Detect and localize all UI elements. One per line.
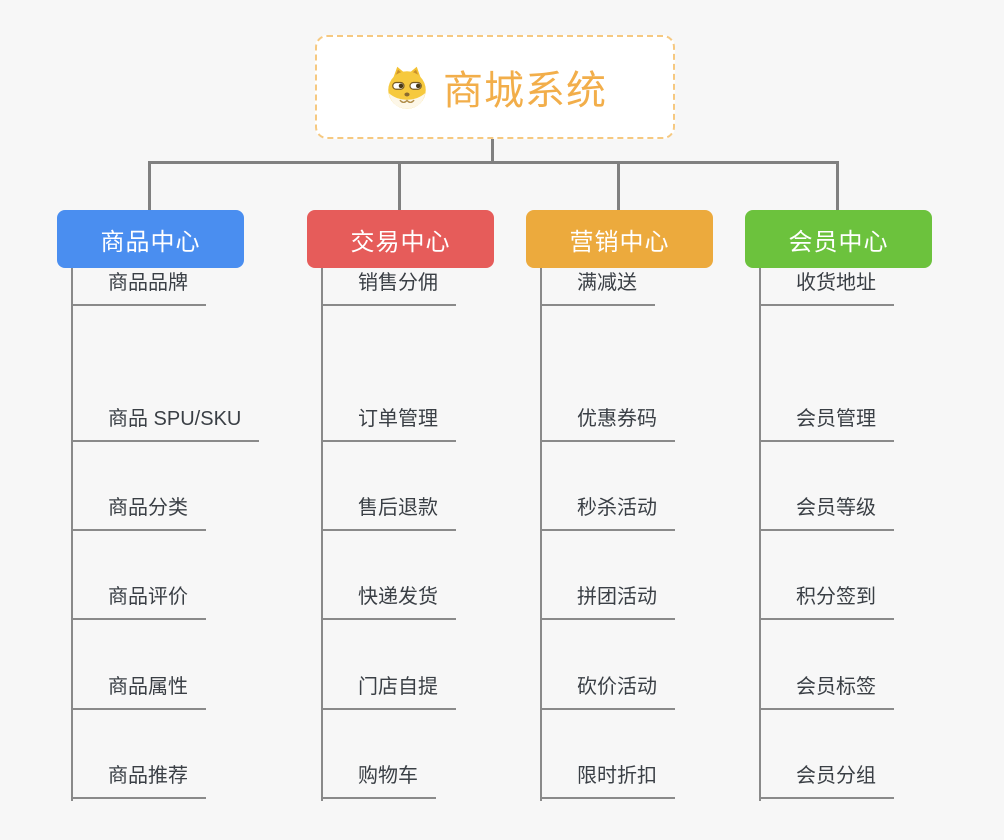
topic-node[interactable]: 购物车 [321, 761, 436, 799]
topic-node[interactable]: 优惠券码 [540, 404, 675, 442]
topic-node[interactable]: 砍价活动 [540, 672, 675, 710]
topic-node[interactable]: 商品属性 [71, 672, 206, 710]
topic-node[interactable]: 会员管理 [759, 404, 894, 442]
branch-label: 营销中心 [569, 228, 670, 256]
child-spine-line [321, 268, 323, 801]
branch-label: 会员中心 [788, 228, 889, 256]
branch-horizontal-line [148, 161, 839, 164]
topic-node[interactable]: 满减送 [540, 268, 655, 306]
topic-node[interactable]: 积分签到 [759, 582, 894, 620]
topic-node[interactable]: 会员等级 [759, 493, 894, 531]
topic-node[interactable]: 销售分佣 [321, 268, 456, 306]
topic-node[interactable]: 商品分类 [71, 493, 206, 531]
topic-node[interactable]: 会员分组 [759, 761, 894, 799]
topic-node[interactable]: 限时折扣 [540, 761, 675, 799]
branch-node-marketing-center[interactable]: 营销中心 [526, 210, 713, 268]
root-node[interactable]: 商城系统 [315, 35, 675, 139]
topic-node[interactable]: 商品品牌 [71, 268, 206, 306]
topic-node[interactable]: 商品 SPU/SKU [71, 404, 260, 442]
branch-drop-line [836, 161, 839, 210]
topic-node[interactable]: 商品评价 [71, 582, 206, 620]
topic-node[interactable]: 订单管理 [321, 404, 456, 442]
topic-node[interactable]: 商品推荐 [71, 761, 206, 799]
topic-node[interactable]: 拼团活动 [540, 582, 675, 620]
branch-drop-line [398, 161, 401, 210]
shiba-dog-icon [388, 66, 426, 109]
topic-node[interactable]: 门店自提 [321, 672, 456, 710]
branch-drop-line [148, 161, 151, 210]
branch-node-trade-center[interactable]: 交易中心 [307, 210, 494, 268]
branch-label: 交易中心 [350, 228, 451, 256]
branch-drop-line [617, 161, 620, 210]
child-spine-line [71, 268, 73, 801]
child-spine-line [540, 268, 542, 801]
branch-node-product-center[interactable]: 商品中心 [57, 210, 244, 268]
branch-label: 商品中心 [100, 228, 201, 256]
topic-node[interactable]: 会员标签 [759, 672, 894, 710]
topic-node[interactable]: 收货地址 [759, 268, 894, 306]
topic-node[interactable]: 售后退款 [321, 493, 456, 531]
root-connector-line [491, 139, 494, 163]
branch-node-member-center[interactable]: 会员中心 [745, 210, 932, 268]
topic-node[interactable]: 快递发货 [321, 582, 456, 620]
child-spine-line [759, 268, 761, 801]
topic-node[interactable]: 秒杀活动 [540, 493, 675, 531]
root-title: 商城系统 [443, 69, 607, 113]
